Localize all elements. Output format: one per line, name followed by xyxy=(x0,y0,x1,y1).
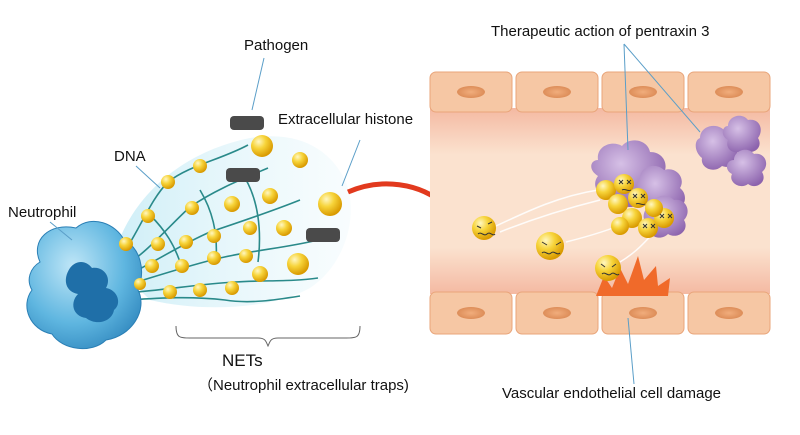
histone-ball xyxy=(262,188,278,204)
leader-lines-left xyxy=(49,57,361,241)
histone-balls xyxy=(119,135,342,299)
nets-brace xyxy=(175,325,361,348)
pentraxin-cluster xyxy=(591,115,767,238)
histone-ball xyxy=(225,281,239,295)
histone-ball xyxy=(175,259,189,273)
neutrophil-cell xyxy=(26,220,142,350)
histone-ball xyxy=(243,221,257,235)
dna-label: DNA xyxy=(114,148,146,165)
neutrophil-nucleus xyxy=(65,262,119,323)
histone-ball xyxy=(239,249,253,263)
histone-ball xyxy=(292,152,308,168)
histone-ball xyxy=(193,283,207,297)
leader-lines-right xyxy=(623,43,701,385)
histone-ball xyxy=(179,235,193,249)
neutrophil-label: Neutrophil xyxy=(8,204,77,221)
blood-vessel xyxy=(429,71,771,335)
histone-ball xyxy=(287,253,309,275)
nets-full-name-label: （Neutrophil extracellular traps) xyxy=(198,377,409,394)
damage-burst xyxy=(596,256,670,296)
histone-ball xyxy=(163,285,177,299)
histone-ball xyxy=(207,251,221,265)
histone-ball xyxy=(119,237,133,251)
histone-ball xyxy=(224,196,240,212)
histone-ball xyxy=(276,220,292,236)
nets-label: NETs xyxy=(222,351,263,370)
extracellular-histone-label: Extracellular histone xyxy=(278,111,414,128)
vascular-damage-label: Vascular endothelial cell damage xyxy=(502,385,722,402)
histone-ball xyxy=(161,175,175,189)
histone-ball xyxy=(193,159,207,173)
pathogen-capsule xyxy=(306,228,340,242)
histone-ball xyxy=(145,259,159,273)
histone-ball xyxy=(151,237,165,251)
histone-ball xyxy=(134,278,146,290)
histone-ball xyxy=(185,201,199,215)
pathogens xyxy=(226,116,340,242)
endothelium-top xyxy=(429,71,771,113)
pathogen-label: Pathogen xyxy=(244,37,309,54)
pathogen-capsule xyxy=(230,116,264,130)
pathogen-capsule xyxy=(226,168,260,182)
histone-ball xyxy=(207,229,221,243)
endothelium-bottom xyxy=(429,291,771,335)
free-histones xyxy=(472,216,621,281)
histone-ball xyxy=(318,192,342,216)
histone-ball xyxy=(251,135,273,157)
histone-ball xyxy=(141,209,155,223)
therapeutic-action-label: Therapeutic action of pentraxin 3 xyxy=(491,23,710,40)
bound-histones xyxy=(596,174,674,238)
histone-ball xyxy=(252,266,268,282)
